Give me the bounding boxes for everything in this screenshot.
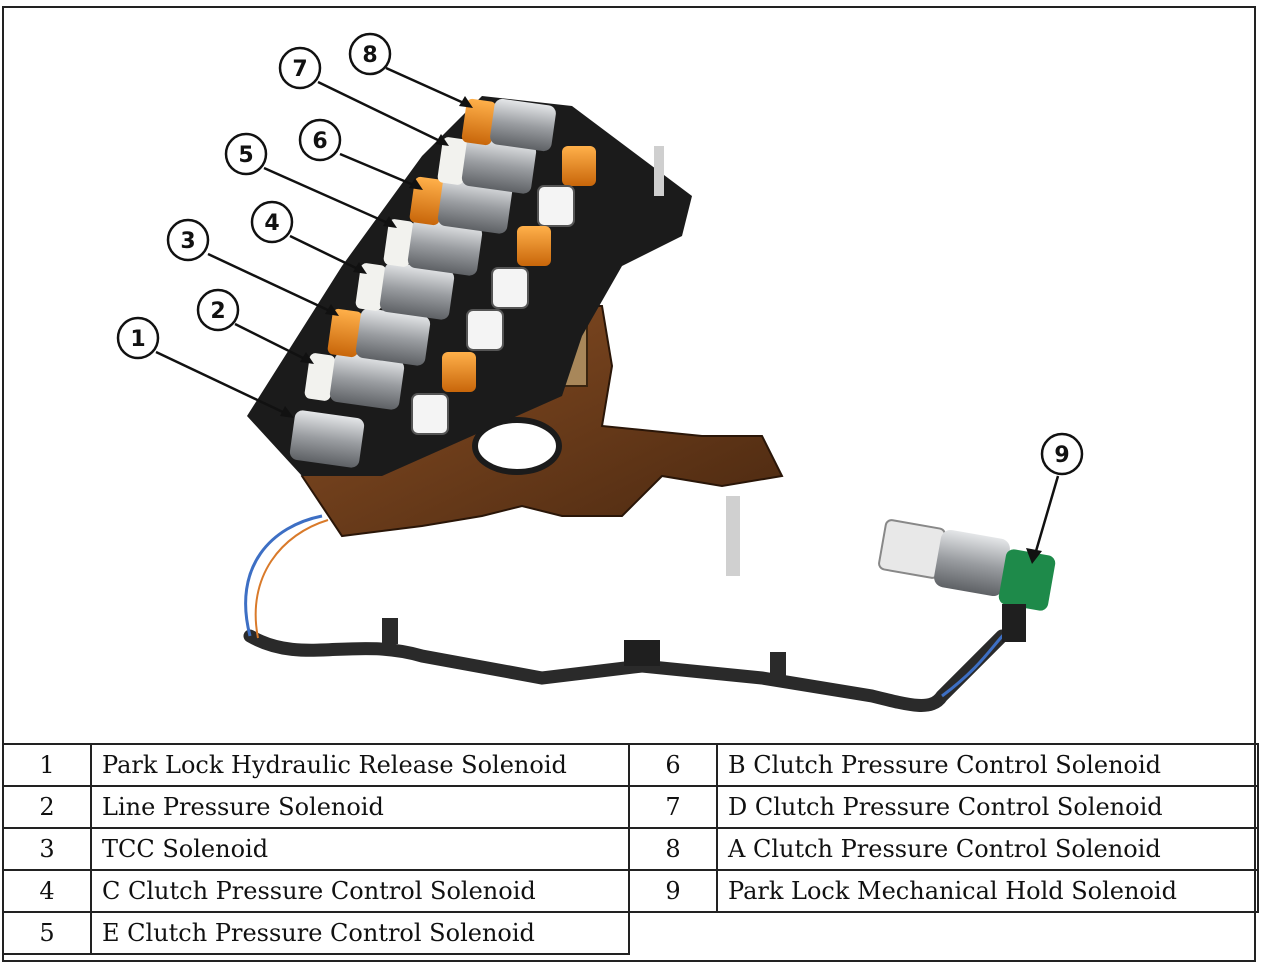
legend-label: Line Pressure Solenoid (90, 785, 630, 829)
solenoid-5 (383, 218, 483, 276)
callout-label: 6 (312, 129, 327, 154)
solenoid-4 (355, 262, 455, 320)
legend-empty-cell (628, 911, 1258, 954)
legend-label: D Clutch Pressure Control Solenoid (716, 785, 1259, 829)
solenoid-2 (304, 352, 405, 410)
solenoid-body-illustration: 1 2 3 4 5 6 7 8 (2, 6, 1256, 744)
callout-label: 4 (264, 211, 279, 236)
harness-clip (382, 618, 398, 644)
harness-clip (624, 640, 660, 666)
legend-label: E Clutch Pressure Control Solenoid (90, 911, 630, 955)
solenoid-3 (327, 308, 431, 366)
callout-7: 7 (278, 46, 322, 90)
legend-row: 1 Park Lock Hydraulic Release Solenoid 6… (2, 743, 1259, 787)
legend-label: TCC Solenoid (90, 827, 630, 871)
callout-arrowheads (280, 96, 1042, 564)
wiring-harness (243, 629, 1009, 712)
harness-clip (770, 652, 786, 676)
callout-label: 9 (1054, 443, 1069, 468)
solenoid-8 (461, 98, 556, 152)
callout-label: 8 (362, 43, 377, 68)
legend-number: 7 (628, 785, 718, 829)
callout-label: 3 (180, 229, 195, 254)
pcb-cutout (472, 417, 562, 475)
legend-row: 3 TCC Solenoid 8 A Clutch Pressure Contr… (2, 827, 1259, 871)
callout-6: 6 (298, 118, 342, 162)
callout-label: 7 (292, 57, 307, 82)
callout-4: 4 (250, 200, 294, 244)
legend-row: 4 C Clutch Pressure Control Solenoid 9 P… (2, 869, 1259, 913)
figure-frame (2, 6, 1256, 962)
legend-number: 4 (2, 869, 92, 913)
legend-label: C Clutch Pressure Control Solenoid (90, 869, 630, 913)
callout-label: 1 (130, 327, 145, 352)
valve-caps (411, 146, 596, 435)
legend-number: 3 (2, 827, 92, 871)
solenoid-diagram-svg: 1 2 3 4 5 6 7 8 (116, 32, 1084, 712)
solenoid-7 (437, 136, 537, 194)
callout-1: 1 (116, 316, 160, 360)
park-lock-hold-solenoid (878, 519, 1056, 642)
legend-label: Park Lock Mechanical Hold Solenoid (716, 869, 1259, 913)
frame-pin (726, 496, 740, 576)
callout-2: 2 (196, 288, 240, 332)
callout-label: 2 (210, 299, 225, 324)
orange-lead-wire (254, 519, 329, 639)
legend-number: 6 (628, 743, 718, 787)
legend-number: 8 (628, 827, 718, 871)
callout-label: 5 (238, 143, 253, 168)
legend-row: 5 E Clutch Pressure Control Solenoid (2, 911, 1258, 955)
callout-8: 8 (348, 32, 392, 76)
frame-pin (654, 146, 664, 196)
legend-label: Park Lock Hydraulic Release Solenoid (90, 743, 630, 787)
legend-row: 2 Line Pressure Solenoid 7 D Clutch Pres… (2, 785, 1259, 829)
callout-3: 3 (166, 218, 210, 262)
callout-5: 5 (224, 132, 268, 176)
callout-9: 9 (1040, 432, 1084, 476)
legend-number: 1 (2, 743, 92, 787)
legend-number: 9 (628, 869, 718, 913)
legend-table: 1 Park Lock Hydraulic Release Solenoid 6… (2, 743, 1259, 955)
legend-label: B Clutch Pressure Control Solenoid (716, 743, 1259, 787)
blue-lead-wire (244, 514, 323, 637)
callout-leaders (155, 66, 1060, 559)
solenoid-1 (289, 410, 365, 468)
legend-number: 5 (2, 911, 92, 955)
legend-label: A Clutch Pressure Control Solenoid (716, 827, 1259, 871)
legend-number: 2 (2, 785, 92, 829)
